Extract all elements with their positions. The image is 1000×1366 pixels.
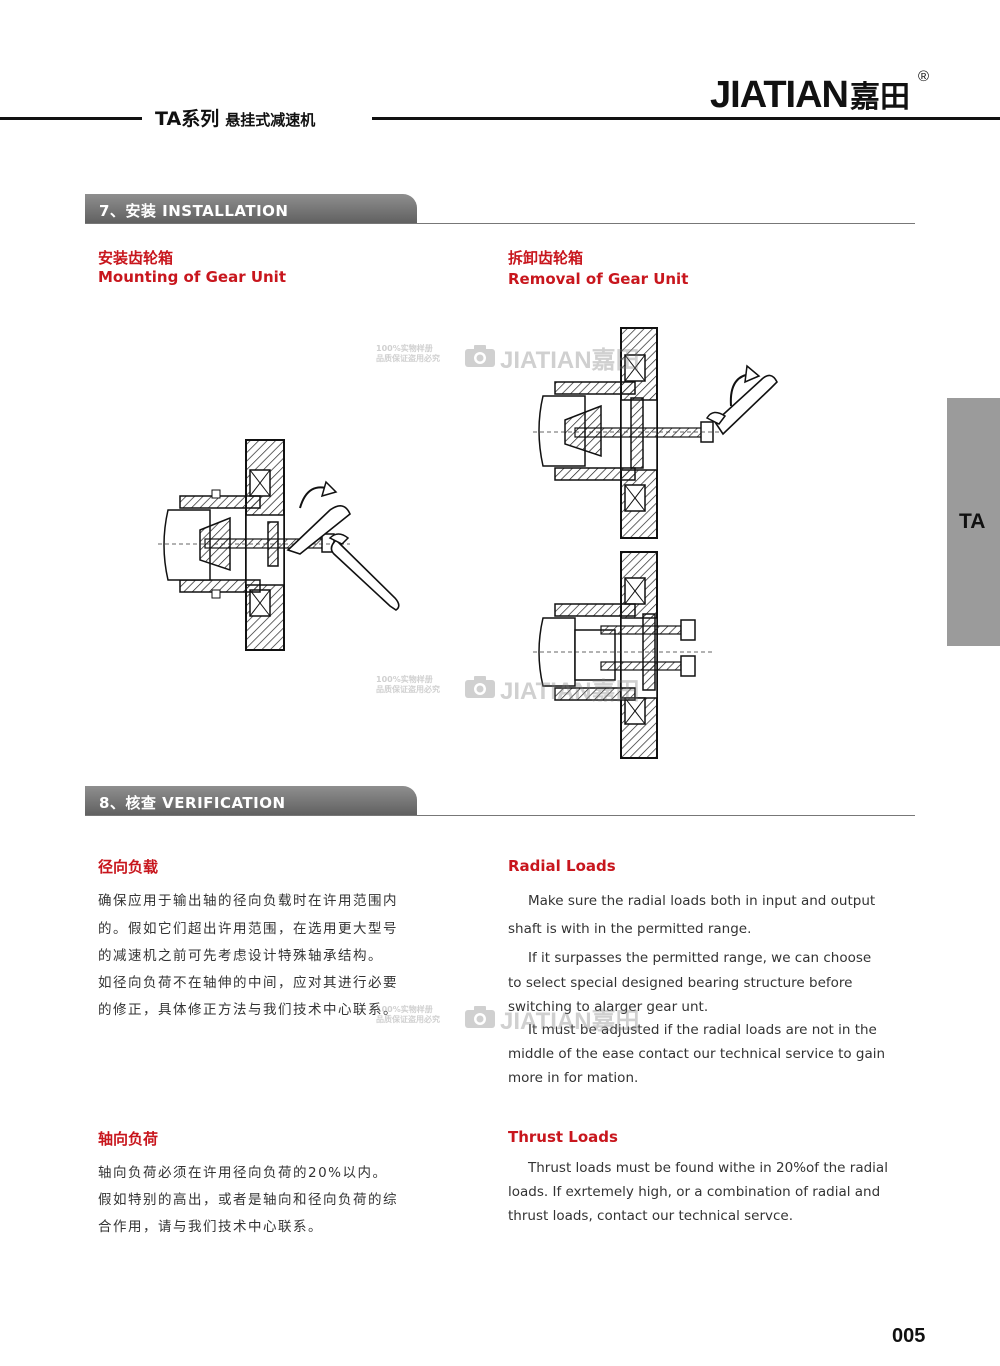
side-tab-label: TA [959, 510, 986, 533]
radial-en-line: middle of the ease contact our technical… [508, 1046, 886, 1062]
radial-en-line: more in for mation. [508, 1070, 639, 1086]
thrust-heading-en: Thrust Loads [508, 1128, 618, 1146]
header-rule-right [372, 117, 1000, 120]
section-verification-rule [85, 815, 915, 816]
thrust-heading-cn: 轴向负荷 [98, 1130, 159, 1148]
thrust-en-line: Thrust loads must be found withe in 20%o… [528, 1160, 888, 1176]
thrust-en-line: loads. If exrtemely high, or a combinati… [508, 1184, 881, 1200]
series-subtitle: 悬挂式减速机 [225, 111, 316, 129]
radial-en-line: If it surpasses the permitted range, we … [528, 950, 872, 966]
camera-icon [465, 676, 495, 698]
removal-diagram-top [533, 327, 778, 539]
brand-name: JIATIAN [710, 74, 849, 116]
section-installation-rule [85, 223, 915, 224]
radial-en-line: shaft is with in the permitted range. [508, 921, 752, 937]
series-name: TA系列 [155, 108, 220, 130]
page-number: 005 [892, 1325, 926, 1347]
mount-heading-en: Mounting of Gear Unit [98, 268, 286, 286]
thrust-cn-line: 轴向负荷必须在许用径向负荷的20%以内。 [98, 1165, 388, 1181]
section-verification-bar: 8、核查 VERIFICATION [85, 786, 417, 816]
series-title: TA系列悬挂式减速机 [155, 104, 315, 131]
section-installation-bar: 7、安装 INSTALLATION [85, 194, 417, 224]
radial-cn-line: 确保应用于输出轴的径向负载时在许用范围内 [98, 893, 398, 909]
mounting-diagram [158, 439, 400, 651]
radial-cn-line: 的修正，具体修正方法与我们技术中心联系。 [98, 1002, 398, 1018]
removal-heading-cn: 拆卸齿轮箱 [508, 249, 584, 267]
brand-logo: JIATIAN嘉田 ® [710, 68, 929, 117]
watermark-small-text: 100%实物样册品质保证盗用必究 [376, 1005, 440, 1024]
watermark-small-text: 100%实物样册品质保证盗用必究 [376, 344, 440, 363]
registered-mark: ® [918, 68, 929, 85]
radial-en-line: Make sure the radial loads both in input… [528, 893, 876, 909]
watermark-small-text: 100%实物样册品质保证盗用必究 [376, 675, 440, 694]
watermark-brand: JIATIAN嘉田 [500, 678, 640, 705]
radial-en-line: switching to alarger gear unt. [508, 999, 709, 1015]
watermark-brand: JIATIAN嘉田 [500, 1008, 640, 1035]
mount-heading-cn: 安装齿轮箱 [98, 249, 174, 267]
section-verification-title: 8、核查 VERIFICATION [99, 794, 286, 812]
radial-en-line: It must be adjusted if the radial loads … [528, 1022, 877, 1038]
thrust-cn-line: 假如特别的高出，或者是轴向和径向负荷的综 [98, 1192, 398, 1208]
section-installation-title: 7、安装 INSTALLATION [99, 202, 289, 220]
radial-cn-line: 的减速机之前可先考虑设计特殊轴承结构。 [98, 948, 383, 964]
removal-heading-en: Removal of Gear Unit [508, 270, 689, 288]
radial-cn-line: 的。假如它们超出许用范围，在选用更大型号 [98, 921, 398, 937]
radial-heading-en: Radial Loads [508, 857, 616, 875]
camera-icon [465, 345, 495, 367]
radial-heading-cn: 径向负载 [98, 858, 159, 876]
radial-en-line: to select special designed bearing struc… [508, 975, 853, 991]
camera-icon [465, 1006, 495, 1028]
removal-diagram-bottom [533, 551, 715, 759]
watermark-brand: JIATIAN嘉田 [500, 347, 640, 374]
header-rule-left [0, 117, 142, 120]
radial-cn-line: 如径向负荷不在轴伸的中间，应对其进行必要 [98, 975, 398, 991]
side-tab: TA [947, 398, 1000, 646]
thrust-en-line: thrust loads, contact our technical serv… [508, 1208, 794, 1224]
thrust-cn-line: 合作用，请与我们技术中心联系。 [98, 1219, 323, 1235]
brand-name-cn: 嘉田 [849, 81, 910, 114]
